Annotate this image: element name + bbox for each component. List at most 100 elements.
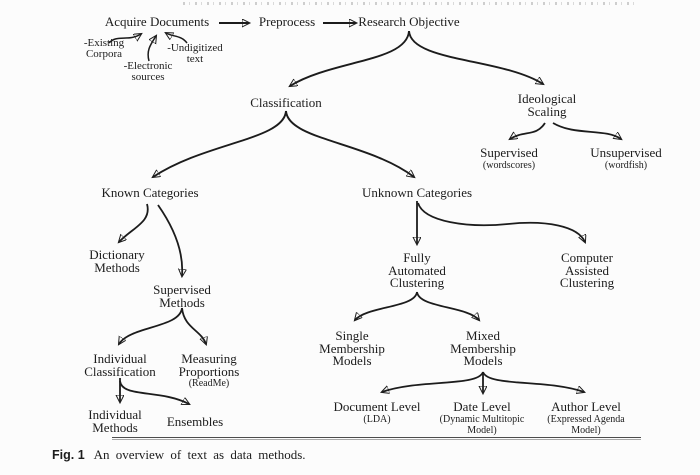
caption-label: Fig. 1 xyxy=(52,448,85,462)
node-sublabel: (ReadMe) xyxy=(188,378,230,389)
edge-fully-mixed xyxy=(416,291,479,320)
edge-research-classification xyxy=(290,30,410,86)
node-unknown-categories: Unknown Categories xyxy=(361,185,473,200)
node-label: Automated xyxy=(388,262,446,278)
node-sublabel: (wordscores) xyxy=(482,159,536,171)
node-document-level: Document Level (LDA) xyxy=(333,399,421,425)
edge-mixed-document xyxy=(382,371,484,392)
node-sublabel: (LDA) xyxy=(363,413,391,425)
node-label: Models xyxy=(332,353,372,368)
caption-text: An overview of text as data methods. xyxy=(93,447,306,462)
node-label: Measuring xyxy=(181,351,237,366)
edge-fully-single xyxy=(355,291,418,320)
node-individual-classification: Individual Classification xyxy=(84,351,156,379)
node-label: Single xyxy=(335,328,369,343)
node-label: Acquire Documents xyxy=(104,14,210,29)
node-label: Supervised xyxy=(153,282,211,297)
node-label: Ensembles xyxy=(166,414,224,429)
node-label: Membership xyxy=(450,340,516,356)
figure-caption: Fig. 1 An overview of text as data method… xyxy=(52,447,306,463)
node-preprocess: Preprocess xyxy=(258,14,316,29)
node-label: -Electronic xyxy=(123,60,173,72)
node-known-categories: Known Categories xyxy=(101,185,199,200)
node-label: Author Level xyxy=(551,399,621,414)
node-classification: Classification xyxy=(250,95,322,110)
node-single-membership-models: Single Membership Models xyxy=(319,328,385,368)
node-supervised-methods: Supervised Methods xyxy=(153,282,211,310)
edge-known-supervised-methods xyxy=(157,204,182,276)
node-sublabel: (Expressed Agenda xyxy=(547,413,625,425)
node-label: Individual xyxy=(88,407,142,422)
node-label: Known Categories xyxy=(101,185,199,200)
node-mixed-membership-models: Mixed Membership Models xyxy=(450,328,516,368)
node-label: Assisted xyxy=(564,262,610,278)
node-date-level: Date Level (Dynamic Multitopic Model) xyxy=(440,399,525,437)
node-label: Corpora xyxy=(85,48,123,60)
edge-classification-known xyxy=(153,110,287,177)
edge-unknown-computer xyxy=(417,202,585,242)
edge-ideological-supervised xyxy=(510,122,546,139)
node-label: Scaling xyxy=(527,103,567,119)
node-label: Membership xyxy=(319,340,385,356)
node-fully-automated-clustering: Fully Automated Clustering xyxy=(388,250,446,290)
node-label: Clustering xyxy=(389,275,445,290)
node-label: Computer xyxy=(560,250,613,265)
node-acquire-documents: Acquire Documents xyxy=(104,14,210,29)
node-label: Classification xyxy=(250,95,322,110)
node-label: Date Level xyxy=(453,399,511,414)
node-label: -Undigitized xyxy=(167,42,223,54)
node-sublabel: Model) xyxy=(467,425,497,436)
source-undigitized-text: -Undigitized text xyxy=(167,43,223,65)
node-sublabel: Model) xyxy=(571,425,601,436)
node-label: Methods xyxy=(94,259,140,275)
node-label: Classification xyxy=(84,363,156,379)
node-label: Unsupervised xyxy=(590,145,662,160)
edge-known-dictionary xyxy=(119,203,149,242)
edge-supervised-individual-classification xyxy=(119,307,183,344)
figure-rule-shadow xyxy=(112,439,641,440)
node-author-level: Author Level (Expressed Agenda Model) xyxy=(547,399,625,437)
edge-electronic-acquire xyxy=(147,36,156,62)
edge-research-ideological xyxy=(408,30,543,84)
node-supervised-wordscores: Supervised (wordscores) xyxy=(480,145,538,171)
source-electronic-sources: -Electronic sources xyxy=(124,61,173,83)
node-label: Unknown Categories xyxy=(361,185,473,200)
node-label: text xyxy=(186,53,204,65)
edge-individual-classification-ensembles xyxy=(119,380,189,404)
edge-existing-acquire xyxy=(108,34,141,44)
node-label: Methods xyxy=(159,294,205,310)
edge-classification-unknown xyxy=(285,110,414,177)
source-existing-corpora: -Existing Corpora xyxy=(84,38,124,60)
node-label: Mixed xyxy=(466,328,500,343)
node-computer-assisted-clustering: Computer Assisted Clustering xyxy=(559,250,615,290)
node-individual-methods: Individual Methods xyxy=(88,407,142,435)
node-label: Individual xyxy=(93,351,147,366)
node-label: Document Level xyxy=(333,399,421,414)
node-sublabel: (wordfish) xyxy=(604,159,648,171)
node-label: Ideological xyxy=(517,91,577,106)
cropped-page-header-text xyxy=(183,2,635,5)
edge-supervised-measuring xyxy=(181,307,206,344)
node-label: Clustering xyxy=(559,275,615,290)
node-measuring-proportions: Measuring Proportions (ReadMe) xyxy=(178,351,240,390)
node-research-objective: Research Objective xyxy=(358,14,460,29)
node-ideological-scaling: Ideological Scaling xyxy=(517,91,577,119)
node-label: sources xyxy=(131,71,165,83)
node-unsupervised-wordfish: Unsupervised (wordfish) xyxy=(590,145,662,171)
node-label: Dictionary xyxy=(89,247,145,262)
node-label: Proportions xyxy=(178,363,240,379)
node-ensembles: Ensembles xyxy=(166,414,224,429)
node-label: -Existing xyxy=(83,37,125,49)
node-label: Fully xyxy=(403,250,431,265)
node-label: Research Objective xyxy=(358,14,460,29)
node-label: Supervised xyxy=(480,145,538,160)
edge-ideological-unsupervised xyxy=(552,122,621,139)
figure-rule xyxy=(112,437,641,438)
edge-undigitized-acquire xyxy=(166,33,188,44)
node-label: Methods xyxy=(92,419,138,435)
node-label: Preprocess xyxy=(258,14,316,29)
edge-mixed-author xyxy=(482,371,584,392)
node-dictionary-methods: Dictionary Methods xyxy=(89,247,145,275)
